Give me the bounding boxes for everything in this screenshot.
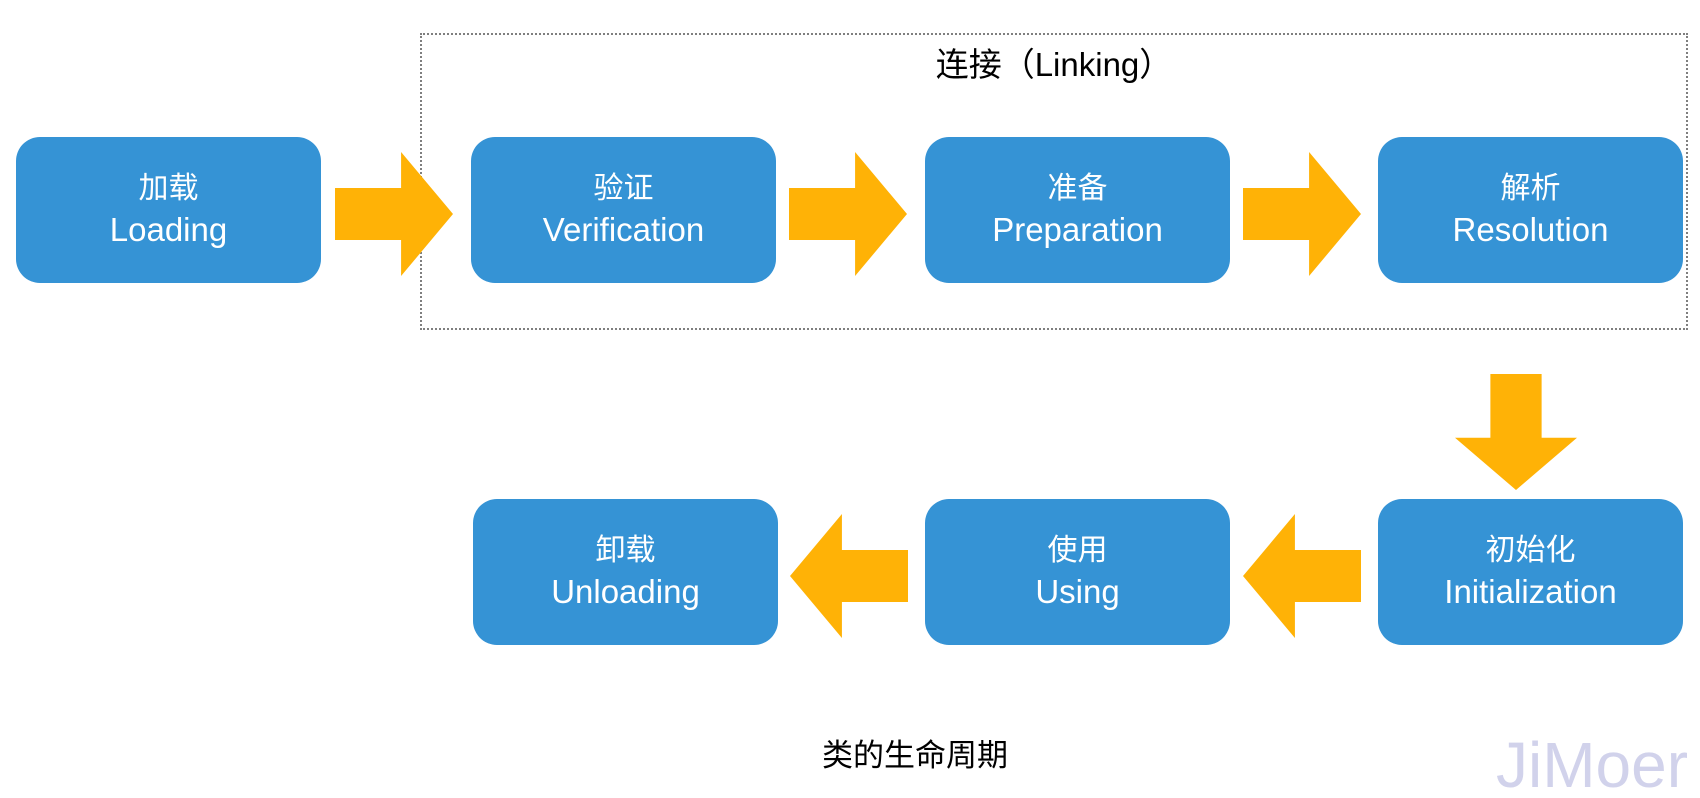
arrow-down-icon-resolution-to-initialization [1455,374,1577,490]
stage-label-cn-using: 使用 [1047,533,1108,567]
stage-label-cn-loading: 加载 [138,171,199,205]
watermark-label: JiMoer [1496,729,1689,798]
stage-label-en-using: Using [1035,573,1120,611]
stage-box-verification[interactable]: 验证 Verification [471,137,776,283]
stage-label-cn-initialization: 初始化 [1485,533,1576,567]
stage-box-using[interactable]: 使用 Using [925,499,1230,645]
stage-box-resolution[interactable]: 解析 Resolution [1378,137,1683,283]
stage-box-unloading[interactable]: 卸载 Unloading [473,499,778,645]
stage-label-cn-unloading: 卸载 [595,533,656,567]
arrow-left-icon-initialization-to-using [1243,514,1361,638]
stage-label-en-initialization: Initialization [1444,573,1617,611]
linking-group-label: 连接（Linking） [935,46,1173,83]
stage-box-loading[interactable]: 加载 Loading [16,137,321,283]
stage-box-preparation[interactable]: 准备 Preparation [925,137,1230,283]
stage-label-en-preparation: Preparation [992,211,1163,249]
stage-label-en-verification: Verification [542,211,705,249]
stage-label-cn-resolution: 解析 [1500,171,1561,205]
stage-label-en-loading: Loading [109,211,228,249]
stage-box-initialization[interactable]: 初始化 Initialization [1378,499,1683,645]
stage-label-cn-preparation: 准备 [1047,171,1108,205]
stage-label-en-unloading: Unloading [551,573,700,611]
stage-label-cn-verification: 验证 [593,171,654,205]
arrow-left-icon-using-to-unloading [790,514,908,638]
diagram-caption: 类的生命周期 [822,738,1008,773]
stage-label-en-resolution: Resolution [1452,211,1609,249]
